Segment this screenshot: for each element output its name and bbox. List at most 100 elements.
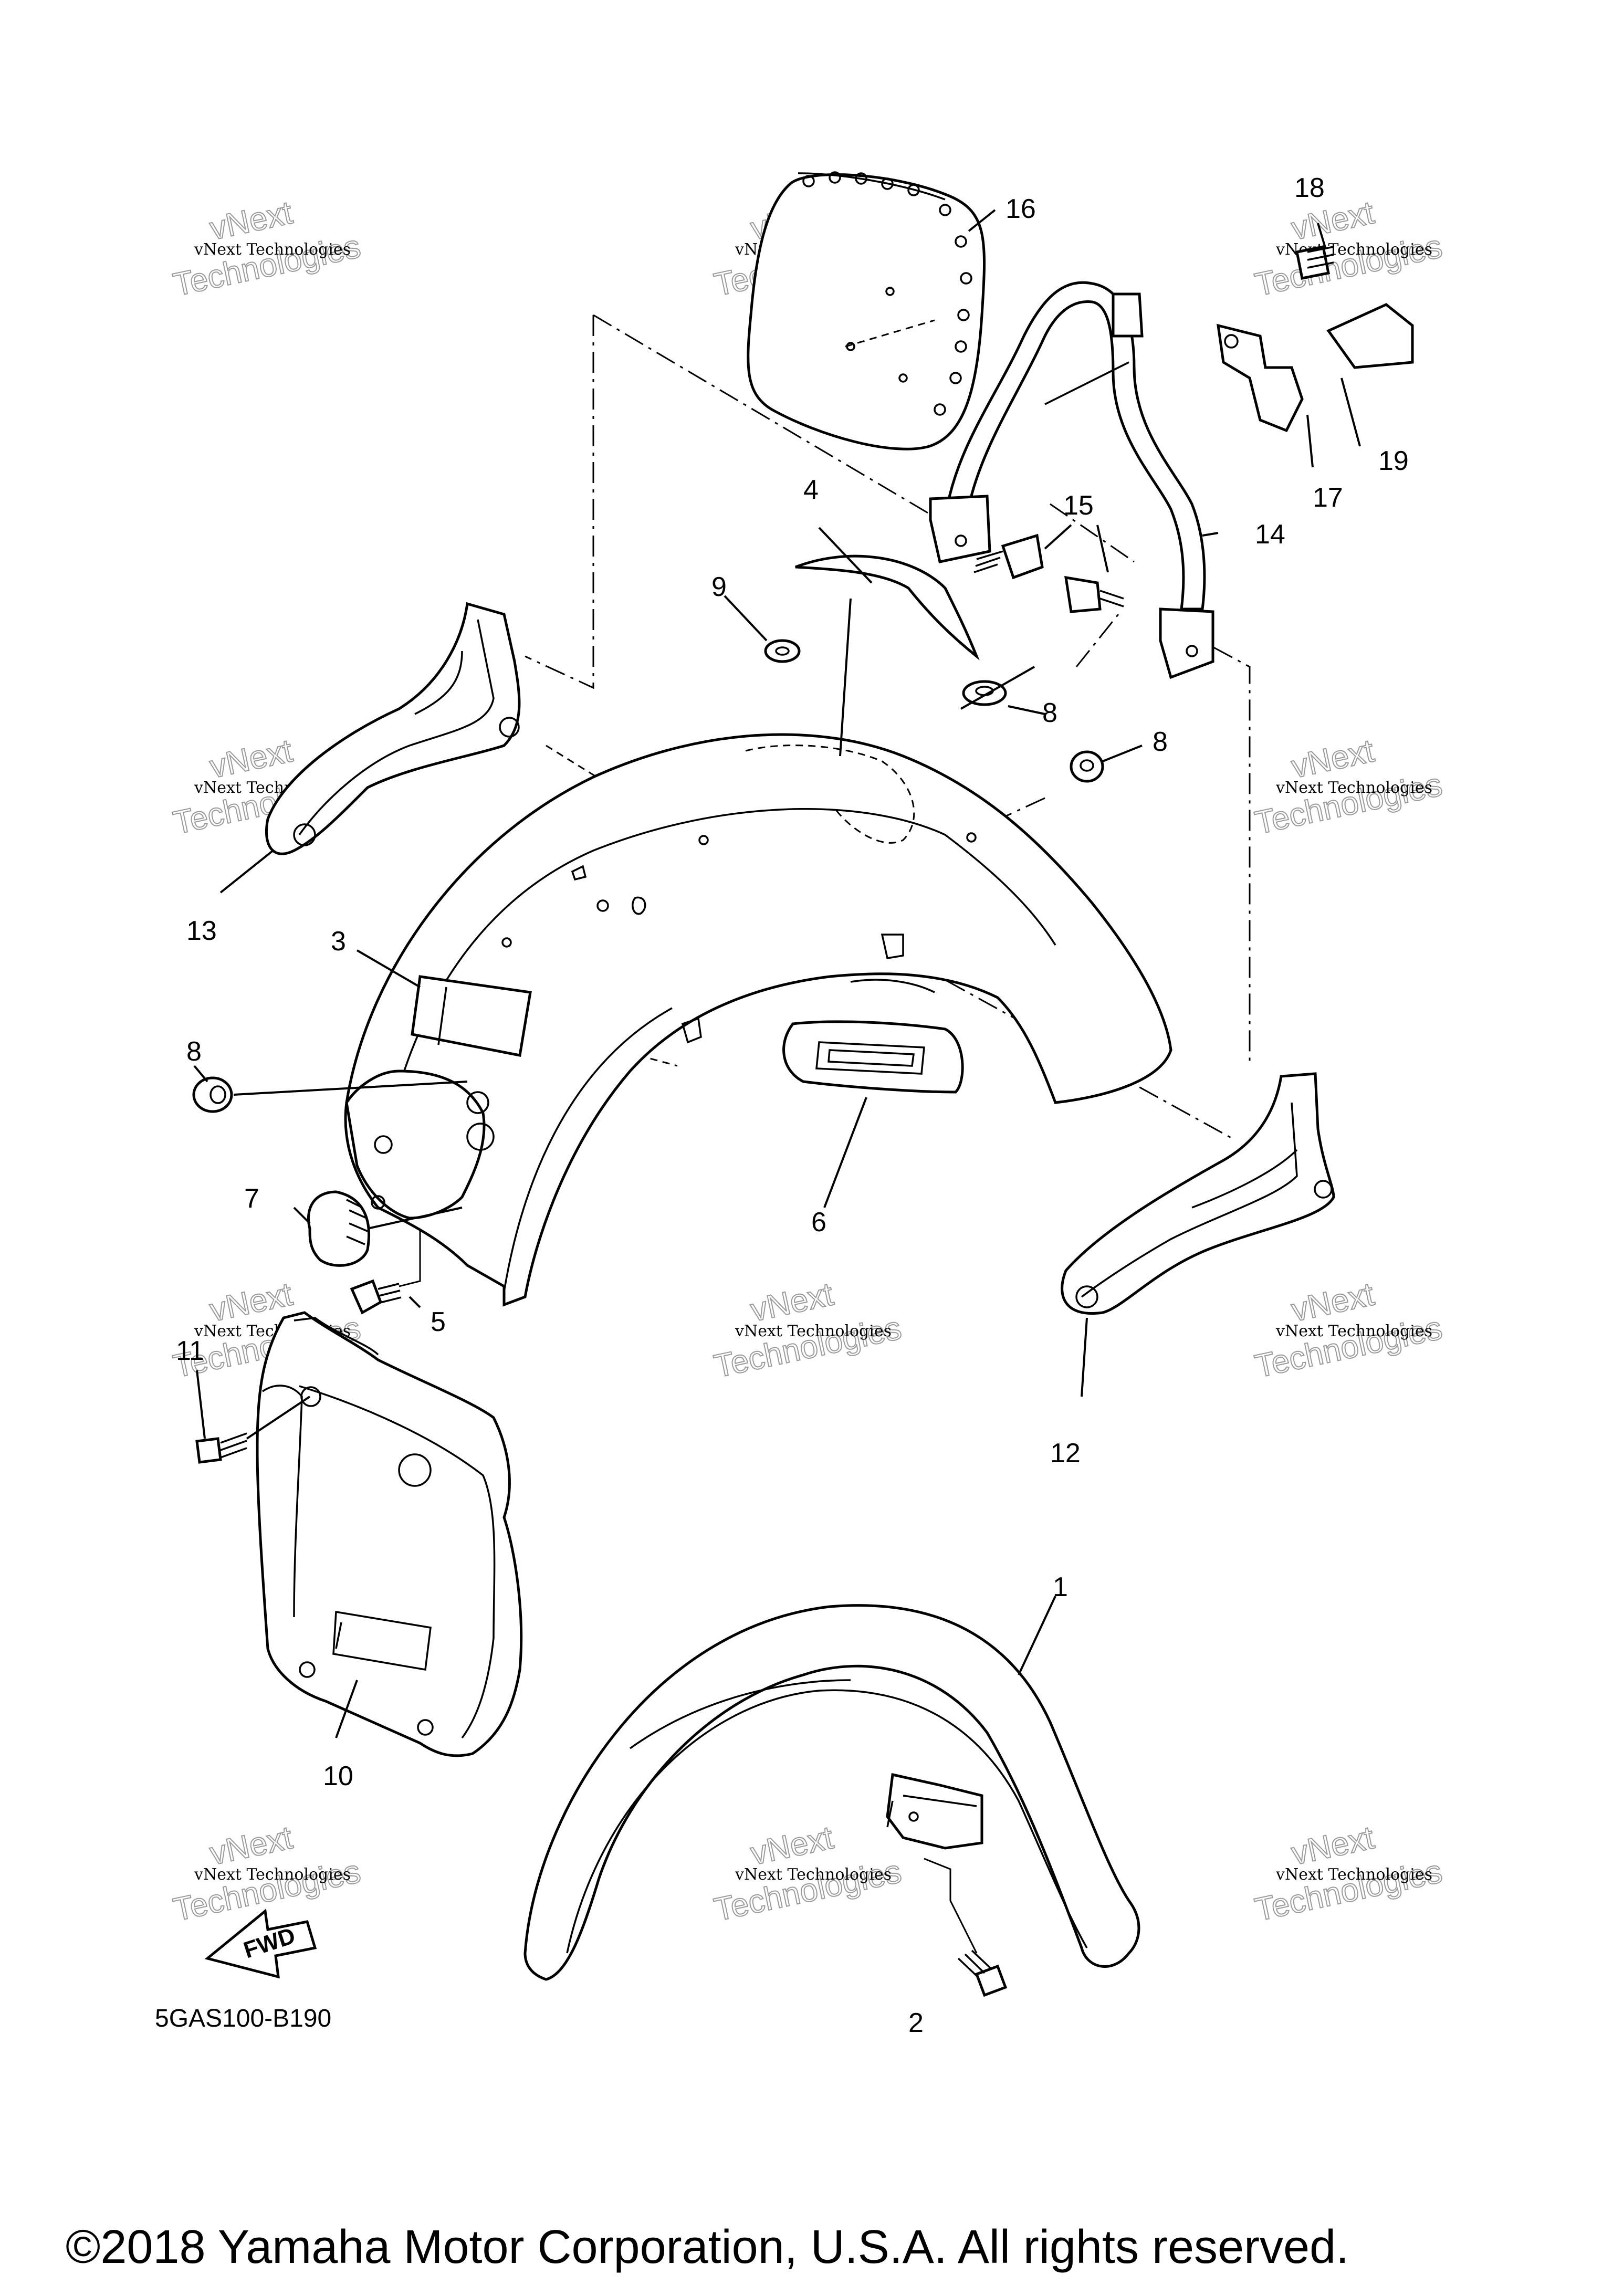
callout-1: 1 bbox=[1053, 1572, 1068, 1602]
leader-line bbox=[1340, 378, 1361, 447]
watermark-large: Technologies bbox=[711, 1853, 904, 1928]
watermark-small: vNext Technologies bbox=[194, 1865, 351, 1884]
label bbox=[411, 975, 532, 1057]
grommet bbox=[962, 680, 1007, 706]
fwd-arrow-icon: FWD bbox=[204, 1909, 317, 1979]
right-stay bbox=[1061, 1072, 1335, 1315]
bracket bbox=[1216, 323, 1304, 433]
leader-line bbox=[1317, 223, 1327, 250]
bolt bbox=[350, 1229, 421, 1315]
callout-11: 11 bbox=[176, 1336, 204, 1366]
bolt bbox=[195, 1432, 247, 1464]
washer bbox=[764, 639, 801, 663]
license-plate-lamp bbox=[782, 1020, 964, 1094]
callout-3: 3 bbox=[331, 926, 346, 957]
watermark-overlay: vNext bbox=[1289, 1819, 1377, 1872]
leader-line bbox=[724, 595, 768, 642]
callout-9: 9 bbox=[711, 572, 727, 602]
watermark-large: Technologies bbox=[711, 1310, 904, 1385]
leader-line bbox=[409, 1296, 421, 1308]
bolt bbox=[1295, 245, 1334, 280]
leader-line bbox=[196, 1370, 311, 1440]
watermark: Technologies vNext vNext Technologies bbox=[170, 1819, 364, 1928]
leader-line bbox=[1202, 532, 1219, 537]
copyright-text: ©2018 Yamaha Motor Corporation, U.S.A. A… bbox=[66, 2221, 1349, 2273]
watermark-overlay: vNext bbox=[748, 1276, 836, 1328]
watermark-overlay: vNext bbox=[207, 194, 296, 247]
callout-15: 15 bbox=[1063, 490, 1094, 521]
leader-line bbox=[823, 1097, 867, 1208]
rear-fender bbox=[344, 733, 1172, 1307]
chain-line bbox=[593, 314, 967, 537]
leader-lines bbox=[193, 209, 1361, 1738]
watermark-overlay: vNext bbox=[1289, 732, 1377, 785]
leader-line bbox=[356, 949, 421, 988]
watermark-small: vNext Technologies bbox=[194, 240, 351, 259]
callout-4: 4 bbox=[803, 475, 819, 505]
watermark-overlay: vNext bbox=[207, 732, 296, 785]
leader-line bbox=[968, 209, 996, 232]
side-cover bbox=[256, 1311, 523, 1757]
bolt bbox=[973, 533, 1044, 580]
leader-line bbox=[219, 850, 274, 894]
leader-line bbox=[960, 666, 1035, 710]
callout-19: 19 bbox=[1378, 446, 1409, 476]
leader-line bbox=[335, 1680, 358, 1738]
callout-5: 5 bbox=[431, 1307, 446, 1337]
diagram-code: 5GAS100-B190 bbox=[155, 2005, 331, 2032]
leader-line bbox=[1044, 524, 1109, 573]
watermark-small: vNext Technologies bbox=[1275, 779, 1432, 797]
chain-line bbox=[525, 315, 594, 689]
watermark: Technologies vNext vNext Technologies bbox=[170, 194, 364, 303]
watermark: Technologies vNext vNext Technologies bbox=[1251, 1275, 1446, 1385]
grommet bbox=[1070, 750, 1104, 783]
bolt bbox=[1064, 575, 1124, 613]
chain-line bbox=[1181, 629, 1251, 1066]
callout-13: 13 bbox=[186, 916, 217, 946]
callout-2: 2 bbox=[908, 2008, 924, 2038]
watermark: Technologies vNext vNext Technologies bbox=[1251, 732, 1446, 842]
watermark-overlay: vNext bbox=[748, 1819, 836, 1872]
watermark: Technologies vNext vNext Technologies bbox=[710, 1819, 905, 1928]
leader-line bbox=[293, 1207, 463, 1230]
callout-10: 10 bbox=[323, 1761, 353, 1791]
watermark-overlay: vNext bbox=[207, 1819, 296, 1872]
callout-8a: 8 bbox=[1042, 698, 1057, 728]
watermark-large: Technologies bbox=[1252, 228, 1445, 303]
callout-7: 7 bbox=[244, 1183, 259, 1214]
chain-line bbox=[1075, 614, 1119, 667]
callouts: 16 18 19 17 15 14 4 9 8 8 13 3 8 7 6 5 1… bbox=[176, 173, 1409, 2038]
leader-line bbox=[193, 1065, 468, 1096]
watermark-large: Technologies bbox=[1252, 1853, 1445, 1928]
callout-16: 16 bbox=[1005, 194, 1036, 224]
watermark-small: vNext Technologies bbox=[735, 1865, 892, 1884]
leader-line bbox=[1081, 1317, 1088, 1397]
decorative-strip bbox=[795, 554, 980, 661]
leader-line bbox=[818, 527, 873, 584]
watermark-small: vNext Technologies bbox=[1275, 1865, 1432, 1884]
watermark: Technologies vNext vNext Technologies bbox=[1251, 194, 1446, 303]
sissy-bar bbox=[929, 281, 1214, 679]
watermark-overlay: vNext bbox=[1289, 1276, 1377, 1328]
reflector bbox=[1326, 303, 1414, 369]
callout-18: 18 bbox=[1294, 173, 1325, 203]
watermark-large: Technologies bbox=[1252, 767, 1445, 842]
chain-line bbox=[1050, 503, 1135, 563]
bolt bbox=[924, 1858, 1008, 1997]
leader-line bbox=[839, 598, 852, 757]
callout-17: 17 bbox=[1313, 483, 1343, 513]
chain-line bbox=[976, 797, 1045, 831]
grommet bbox=[192, 1076, 233, 1113]
callout-8b: 8 bbox=[1153, 727, 1168, 757]
left-stay bbox=[265, 602, 521, 855]
callout-6: 6 bbox=[811, 1207, 826, 1238]
watermark: Technologies vNext vNext Technologies bbox=[710, 1275, 905, 1385]
watermark-small: vNext Technologies bbox=[735, 1322, 892, 1340]
front-fender bbox=[523, 1604, 1140, 1981]
leader-line bbox=[1102, 745, 1143, 762]
watermark-large: Technologies bbox=[170, 228, 363, 303]
leader-line bbox=[1008, 705, 1045, 715]
callout-14: 14 bbox=[1255, 519, 1285, 550]
callout-12: 12 bbox=[1050, 1438, 1081, 1469]
